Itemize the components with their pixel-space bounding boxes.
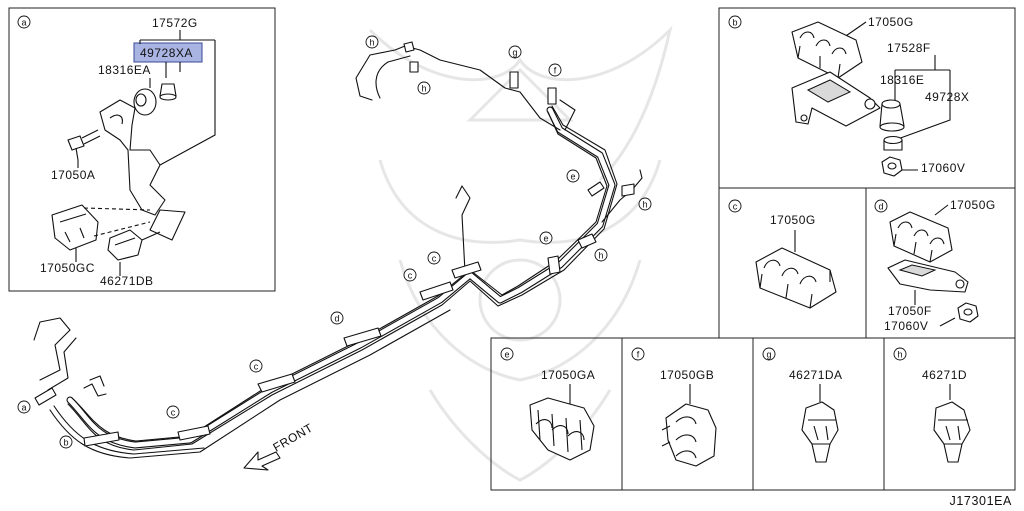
callout-d-main: d <box>330 311 344 325</box>
pipe-bracket-plate <box>99 99 166 216</box>
svg-text:c: c <box>408 271 413 281</box>
label-17050f: 17050F <box>888 304 932 318</box>
pipe-clamps <box>34 41 635 447</box>
detail-panel-g: g 46271DA <box>752 337 885 491</box>
clip-46271d-part <box>933 401 971 463</box>
front-label: FRONT <box>271 420 316 454</box>
clip-46271da-part <box>801 401 839 463</box>
grommet-18316e-part <box>879 99 905 132</box>
main-pipe-assembly <box>33 45 643 459</box>
callout-h-main-2: h <box>417 81 431 95</box>
detail-panel-h: h 46271D <box>883 337 1016 491</box>
bracket-17050f-part <box>887 259 969 293</box>
callout-h-main-3: h <box>638 197 652 211</box>
panel-f-letter: f <box>637 350 640 360</box>
label-17050gc: 17050GC <box>40 261 95 275</box>
label-17050g-b: 17050G <box>868 15 914 29</box>
svg-text:c: c <box>171 408 176 418</box>
callout-c-main-4: c <box>427 251 441 265</box>
panel-c-letter: c <box>733 202 738 212</box>
label-49728xa: 49728XA <box>140 46 193 60</box>
label-17060v-d: 17060V <box>884 319 928 333</box>
clip-17050gc-part <box>51 204 151 251</box>
svg-text:h: h <box>598 251 603 261</box>
detail-panel-d: d 17050G 17050F 17060V <box>865 187 1016 339</box>
label-46271d: 46271D <box>922 368 967 382</box>
callout-e-main-2: e <box>566 169 580 183</box>
watermark-emblem <box>368 25 673 482</box>
label-17528f: 17528F <box>887 41 931 55</box>
clip-17050g-c-part <box>755 247 837 309</box>
panel-g-letter: g <box>766 350 771 360</box>
callout-f-main: f <box>548 63 562 77</box>
svg-text:h: h <box>369 38 374 48</box>
detail-panel-e: e 17050GA <box>490 337 623 491</box>
clip-17050ga-part <box>529 397 595 461</box>
label-17050g-d: 17050G <box>950 198 996 212</box>
callout-g-main: g <box>508 45 522 59</box>
panel-h-letter: h <box>897 350 902 360</box>
label-49728x: 49728X <box>925 90 969 104</box>
label-18316ea: 18316EA <box>98 63 151 77</box>
svg-text:e: e <box>543 234 548 244</box>
collar-49728x-part <box>883 135 903 151</box>
callout-h-main-1: h <box>365 35 379 49</box>
label-17050ga: 17050GA <box>541 368 595 382</box>
svg-text:g: g <box>512 48 517 58</box>
highlight-49728xa <box>133 42 203 63</box>
label-46271da: 46271DA <box>789 368 843 382</box>
label-17050gb: 17050GB <box>660 368 714 382</box>
main-callouts: a b c c d c c e e f g h h h h <box>17 35 652 449</box>
callout-e-main-1: e <box>539 231 553 245</box>
detail-panel-f: f 17050GB <box>621 337 754 491</box>
svg-text:h: h <box>421 84 426 94</box>
callout-h-main-4: h <box>594 248 608 262</box>
detail-panel-a: a 17572G 49728XA 18316EA 17050A 17050GC … <box>8 7 276 292</box>
callout-c-main-1: c <box>166 405 180 419</box>
svg-text:b: b <box>63 438 68 448</box>
svg-text:d: d <box>334 314 339 324</box>
diagram-code: J17301EA <box>950 494 1013 508</box>
clip-17050g-b-part <box>791 21 863 79</box>
clip-17050g-d-part <box>889 211 953 263</box>
callout-c-main-3: c <box>403 268 417 282</box>
callout-b-main: b <box>59 435 73 449</box>
front-direction-indicator: FRONT <box>243 420 316 471</box>
callout-c-main-2: c <box>249 359 263 373</box>
bolt-part <box>67 129 101 161</box>
callout-a-main: a <box>17 400 31 414</box>
label-17060v-b: 17060V <box>921 161 965 175</box>
label-17050g-c: 17050G <box>770 213 816 227</box>
nut-17060v-d-part <box>957 302 979 323</box>
detail-panel-b: b 17050G 17528F 18316E 49728X 17060V <box>718 7 1016 189</box>
svg-text:h: h <box>642 200 647 210</box>
label-18316e: 18316E <box>880 73 924 87</box>
svg-text:f: f <box>554 66 557 76</box>
front-arrow-icon <box>243 451 281 471</box>
panel-d-letter: d <box>878 202 883 212</box>
svg-text:a: a <box>21 403 26 413</box>
panel-a-letter: a <box>21 18 26 28</box>
clip-17050gb-part <box>661 403 717 467</box>
svg-text:c: c <box>254 362 259 372</box>
panel-b-letter: b <box>732 18 737 28</box>
svg-text:c: c <box>432 254 437 264</box>
label-17572g: 17572G <box>152 16 198 30</box>
label-46271db: 46271DB <box>100 274 154 288</box>
label-17050a: 17050A <box>51 168 95 182</box>
bracket-17528f-part <box>791 71 881 127</box>
nut-17060v-b-part <box>881 156 903 177</box>
svg-text:e: e <box>570 172 575 182</box>
clip-46271db-part <box>107 229 161 261</box>
detail-panel-c: c 17050G <box>718 187 867 339</box>
panel-e-letter: e <box>504 350 509 360</box>
